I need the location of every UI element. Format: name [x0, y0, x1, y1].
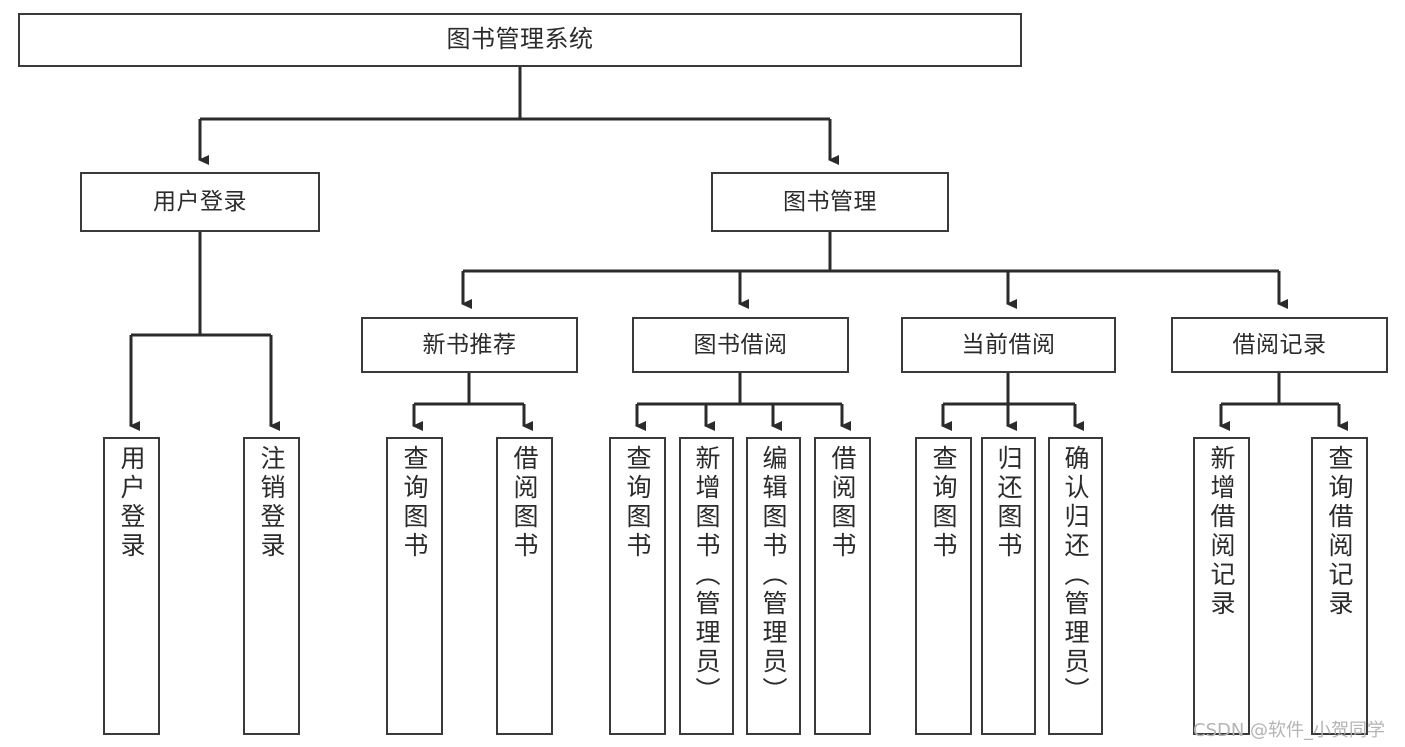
leaf-query-book-2-label: 查询图书 [623, 445, 652, 561]
leaf-confirm-return-label: 确认归还（管理员） [1061, 445, 1090, 706]
leaf-user-login[interactable]: 用户登录 [103, 437, 160, 735]
node-new-book-recommend-label: 新书推荐 [422, 331, 517, 358]
node-book-borrow[interactable]: 图书借阅 [632, 317, 849, 373]
node-user-login-label: 用户登录 [153, 188, 247, 215]
node-root-system[interactable]: 图书管理系统 [18, 13, 1022, 67]
watermark-text: CSDN @软件_小贺同学 [1193, 720, 1386, 741]
leaf-user-login-label: 用户登录 [117, 445, 146, 561]
node-user-login[interactable]: 用户登录 [80, 172, 320, 232]
node-book-manage-label: 图书管理 [783, 188, 877, 215]
leaf-add-book-label: 新增图书（管理员） [692, 445, 721, 706]
leaf-edit-book-label: 编辑图书（管理员） [759, 445, 788, 706]
leaf-add-record[interactable]: 新增借阅记录 [1193, 437, 1250, 735]
leaf-query-book-3-label: 查询图书 [929, 445, 958, 561]
leaf-return-book[interactable]: 归还图书 [981, 437, 1036, 735]
node-borrow-record[interactable]: 借阅记录 [1171, 317, 1388, 373]
leaf-borrow-book-2-label: 借阅图书 [828, 445, 857, 561]
node-book-manage[interactable]: 图书管理 [711, 172, 949, 232]
leaf-edit-book[interactable]: 编辑图书（管理员） [746, 437, 801, 735]
leaf-query-record[interactable]: 查询借阅记录 [1311, 437, 1368, 735]
leaf-logout-label: 注销登录 [257, 445, 286, 561]
node-book-borrow-label: 图书借阅 [693, 331, 788, 358]
leaf-add-book[interactable]: 新增图书（管理员） [679, 437, 734, 735]
leaf-add-record-label: 新增借阅记录 [1207, 445, 1236, 619]
node-root-system-label: 图书管理系统 [446, 25, 594, 54]
leaf-return-book-label: 归还图书 [994, 445, 1023, 561]
leaf-borrow-book-1-label: 借阅图书 [510, 445, 539, 561]
leaf-query-record-label: 查询借阅记录 [1325, 445, 1354, 619]
leaf-logout[interactable]: 注销登录 [243, 437, 300, 735]
node-borrow-record-label: 借阅记录 [1232, 331, 1327, 358]
leaf-query-book-2[interactable]: 查询图书 [609, 437, 666, 735]
leaf-query-book-1[interactable]: 查询图书 [386, 437, 443, 735]
node-current-borrow-label: 当前借阅 [961, 331, 1056, 358]
node-new-book-recommend[interactable]: 新书推荐 [361, 317, 578, 373]
leaf-borrow-book-2[interactable]: 借阅图书 [814, 437, 871, 735]
node-current-borrow[interactable]: 当前借阅 [901, 317, 1116, 373]
leaf-query-book-3[interactable]: 查询图书 [915, 437, 972, 735]
leaf-borrow-book-1[interactable]: 借阅图书 [496, 437, 553, 735]
leaf-query-book-1-label: 查询图书 [400, 445, 429, 561]
leaf-confirm-return[interactable]: 确认归还（管理员） [1048, 437, 1103, 735]
